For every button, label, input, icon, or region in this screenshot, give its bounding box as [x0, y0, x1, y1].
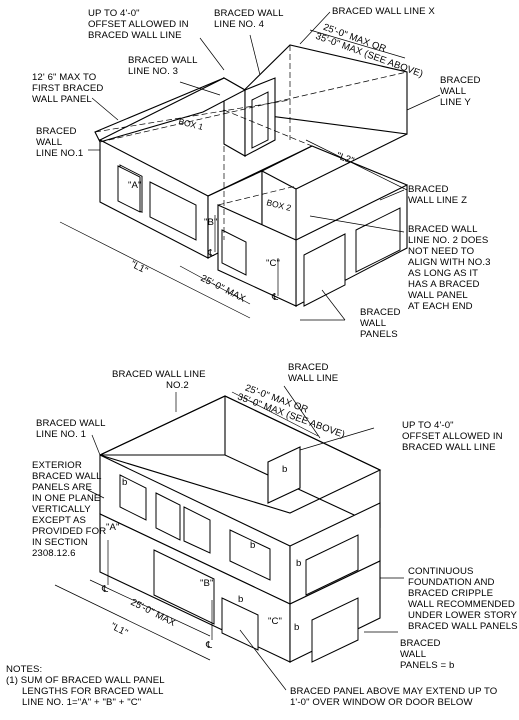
top-l1-label: "L1" [129, 259, 150, 277]
top-box1-diagonal [94, 99, 291, 133]
top-leader-panels [321, 289, 346, 321]
top-centerline-c-mark: ℄ [271, 292, 279, 303]
bottom-b-upper-3: b [250, 540, 255, 551]
bottom-upper-window-1 [119, 474, 147, 521]
top-dim-l2 [305, 139, 408, 191]
top-tower-window [251, 91, 269, 149]
bottom-dim-l1 [54, 584, 211, 661]
top-window-c [303, 233, 346, 307]
bottom-b-upper-1: b [122, 477, 127, 488]
bottom-offset-box [267, 446, 301, 504]
bottom-leader-offset [299, 427, 375, 451]
top-diag-long [99, 71, 408, 143]
bottom-qa-label: "A" [106, 522, 120, 533]
top-right-top-edge [295, 133, 408, 190]
top-leader-no4 [249, 34, 261, 76]
bottom-qc-label: "C" [268, 616, 282, 627]
top-dim-top [309, 29, 406, 59]
top-back-left-edge [207, 145, 313, 197]
top-leader-z [379, 189, 405, 201]
bottom-b-lower-2: b [294, 622, 299, 633]
top-bwl-x-label: BRACED WALL LINE X [332, 6, 435, 17]
top-window-2 [149, 181, 197, 241]
bottom-upper-window-2 [155, 492, 181, 541]
bottom-leader-exterior [87, 489, 105, 499]
top-window-far [355, 207, 401, 273]
bottom-b-upper-4: b [296, 558, 301, 569]
bottom-centerline-a-mark: ℄ [101, 584, 109, 595]
top-leader-no3 [179, 81, 221, 96]
top-leader-y [406, 94, 441, 111]
top-leader-no2 [309, 215, 405, 233]
top-b-label: "B" [204, 217, 218, 228]
bottom-qb-label: "B" [200, 578, 214, 589]
bottom-b-lower-1: b [238, 594, 243, 605]
bottom-leader-above [239, 629, 287, 691]
bottom-lower-window-1 [153, 549, 215, 625]
top-side-wall [217, 204, 297, 307]
bottom-l1-label: "L1" [109, 621, 130, 639]
top-dim-25 [179, 265, 251, 305]
bottom-lower-window-c [311, 597, 359, 663]
top-centerline-b-mark: ℄ [207, 248, 215, 259]
top-a-label: "A" [128, 180, 142, 191]
bottom-b-upper-2: b [282, 464, 287, 475]
bottom-lower-door-b [221, 597, 259, 651]
top-l2-label: "L2" [335, 150, 356, 166]
bottom-dim-25 [89, 579, 211, 637]
top-window-1 [117, 165, 141, 213]
top-leader-x [299, 11, 331, 45]
top-left-top-edge [99, 77, 225, 141]
top-leader-first [91, 97, 119, 121]
bottom-centerline-b-mark: ℄ [205, 640, 213, 651]
bottom-leader-bwl [283, 385, 321, 439]
bottom-upper-window-5 [305, 534, 359, 596]
top-dim-l1 [59, 221, 251, 319]
top-box2-diagonal [217, 185, 297, 206]
bottom-upper-window-3 [183, 506, 211, 554]
top-leader-offset [199, 37, 225, 71]
top-box1-diagonal-2 [223, 109, 313, 147]
top-door-b [221, 229, 247, 276]
bottom-dim-top [231, 391, 319, 437]
top-box1-label: BOX 1 [178, 116, 205, 132]
bottom-upper-top-edge [99, 395, 382, 514]
bottom-upper-window-4 [229, 529, 271, 581]
top-roof-line [94, 77, 247, 143]
bottom-leader-no1 [91, 434, 101, 456]
top-c-label: "C" [266, 258, 280, 269]
